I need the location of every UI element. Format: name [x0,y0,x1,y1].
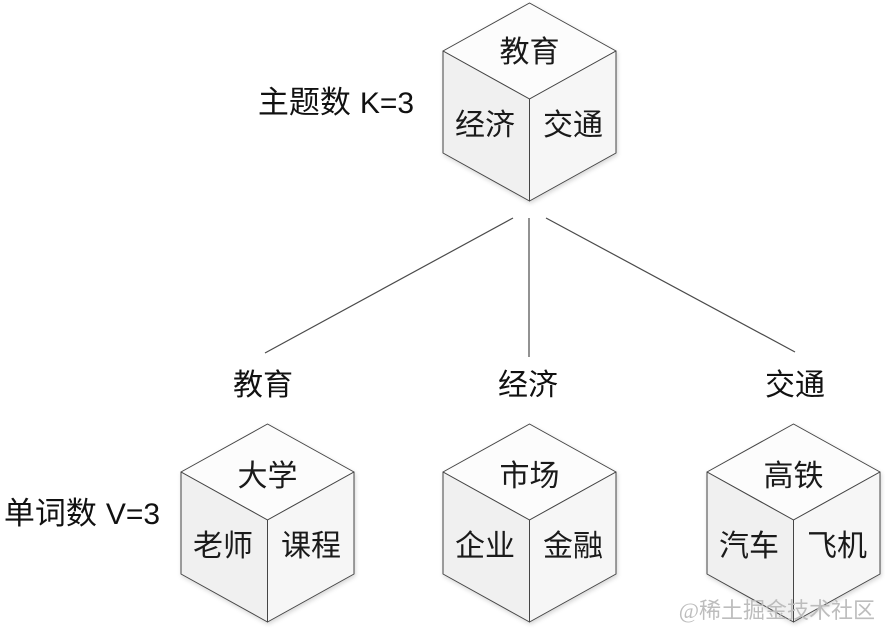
topic-count-equation: K=3 [359,87,415,120]
word-right: 飞机 [807,530,867,563]
root-cube-topic-top: 教育 [500,36,560,69]
connector-line-left [264,217,514,354]
branch-label-education: 教育 [233,369,293,402]
word-cube-education: 大学 老师 课程 [180,423,355,623]
cube-right-face [529,50,617,202]
topic-count-label-zh: 主题数 [257,85,351,120]
word-left: 汽车 [719,530,779,563]
word-top: 市场 [500,460,560,493]
branch-label-economy: 经济 [498,369,558,402]
word-left: 企业 [455,530,515,563]
connector-line-right [545,217,796,353]
root-topic-cube: 教育 经济 交通 [442,2,617,202]
word-cube-transport: 高铁 汽车 飞机 [706,423,881,623]
cube-right-face [267,471,355,623]
root-cube-topic-left: 经济 [455,109,515,142]
branch-label-transport: 交通 [765,369,825,402]
word-left: 老师 [193,530,253,563]
word-cube-economy: 市场 企业 金融 [442,423,617,623]
word-top: 大学 [238,460,298,493]
root-cube-topic-right: 交通 [543,109,603,142]
word-right: 课程 [281,530,341,563]
word-top: 高铁 [764,460,824,493]
cube-right-face [529,471,617,623]
cube-right-face [793,471,881,623]
word-right: 金融 [543,530,603,563]
watermark: @稀土掘金技术社区 [678,598,875,623]
word-count-equation: V=3 [105,498,161,531]
word-count-label-zh: 单词数 [3,496,97,531]
